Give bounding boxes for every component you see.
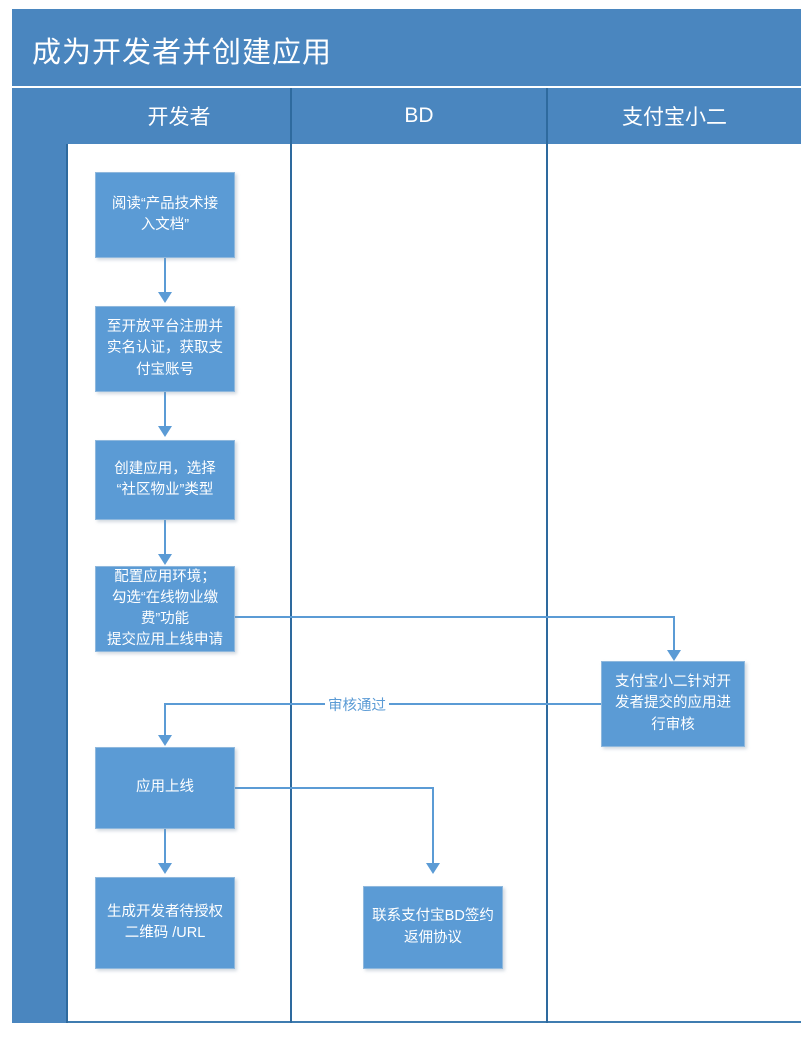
connector-create-app-to-configure xyxy=(164,520,166,556)
lane-corner-band xyxy=(12,88,70,144)
lane-side-band xyxy=(12,144,68,1023)
node-contact-bd[interactable]: 联系支付宝BD签约 返佣协议 xyxy=(363,886,503,969)
arrow-configure-to-review xyxy=(667,650,681,661)
node-register[interactable]: 至开放平台注册并 实名认证，获取支 付宝账号 xyxy=(95,306,235,392)
edge-label-approved: 审核通过 xyxy=(325,694,389,715)
lane-header-alipay-staff: 支付宝小二 xyxy=(546,88,801,144)
swimlane-header-row: 开发者 BD 支付宝小二 xyxy=(12,88,801,144)
connector-configure-to-review-h xyxy=(235,616,675,618)
node-app-online[interactable]: 应用上线 xyxy=(95,747,235,829)
page-title: 成为开发者并创建应用 xyxy=(32,37,333,69)
arrow-app-online-to-contact-bd xyxy=(426,863,440,874)
arrow-read-doc-to-register xyxy=(158,292,172,303)
node-read-doc[interactable]: 阅读“产品技术接 入文档” xyxy=(95,172,235,258)
node-create-app[interactable]: 创建应用，选择 “社区物业”类型 xyxy=(95,440,235,520)
arrow-create-app-to-configure xyxy=(158,554,172,565)
lane-header-bd: BD xyxy=(290,88,546,144)
connector-app-online-to-generate-qr xyxy=(164,829,166,867)
connector-review-to-app-online-v xyxy=(164,703,166,737)
connector-app-online-to-contact-bd-v xyxy=(432,787,434,867)
node-review[interactable]: 支付宝小二针对开 发者提交的应用进 行审核 xyxy=(601,661,745,747)
arrow-register-to-create-app xyxy=(158,426,172,437)
arrow-review-to-app-online xyxy=(158,735,172,746)
connector-register-to-create-app xyxy=(164,392,166,428)
connector-app-online-to-contact-bd-h xyxy=(235,787,434,789)
arrow-app-online-to-generate-qr xyxy=(158,863,172,874)
diagram-title-bar: 成为开发者并创建应用 xyxy=(12,9,801,86)
node-generate-qr[interactable]: 生成开发者待授权 二维码 /URL xyxy=(95,877,235,969)
lane-header-developer: 开发者 xyxy=(68,88,290,144)
lane-divider-2 xyxy=(546,144,548,1023)
node-configure[interactable]: 配置应用环境； 勾选“在线物业缴 费”功能 提交应用上线申请 xyxy=(95,566,235,652)
connector-configure-to-review-v xyxy=(673,616,675,652)
swimlane-body xyxy=(12,144,801,1023)
connector-read-doc-to-register xyxy=(164,258,166,294)
lane-divider-1 xyxy=(290,144,292,1023)
